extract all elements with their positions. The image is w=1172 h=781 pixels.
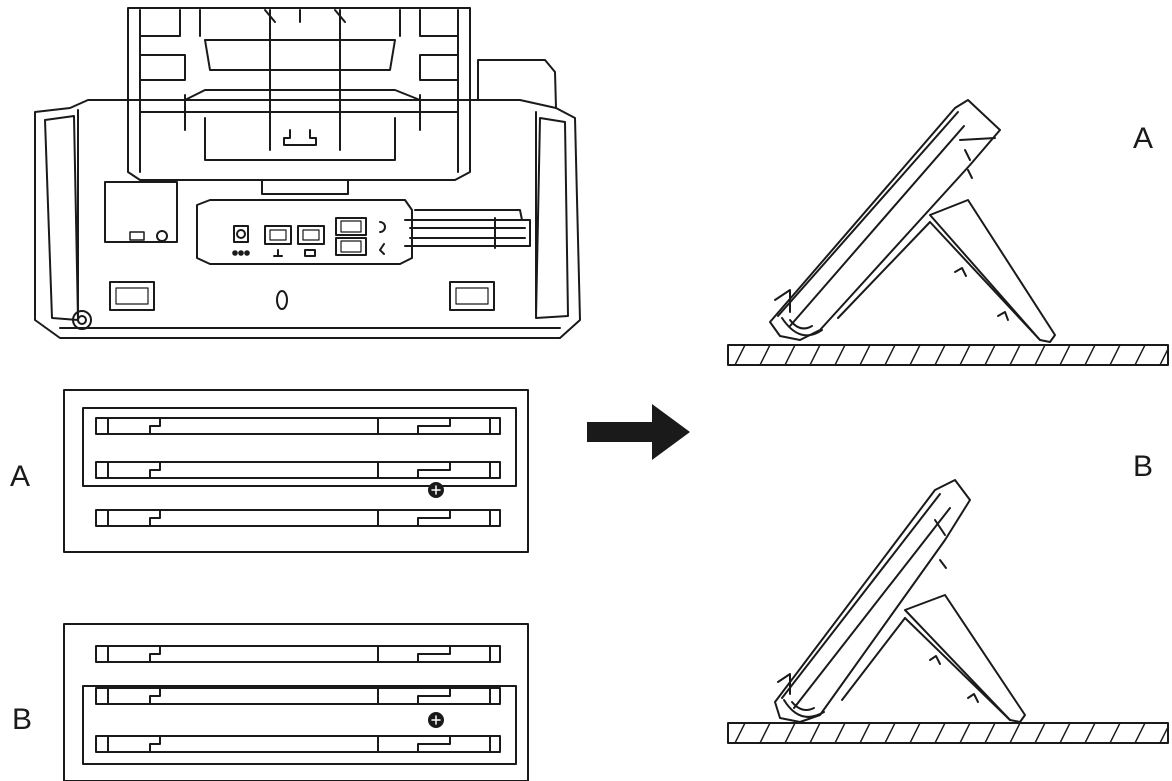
stand-slots-a-icon (64, 390, 528, 552)
label-b-right: B (1133, 450, 1154, 483)
phone-side-view-b-icon (728, 480, 1168, 743)
phone-back-view-icon (35, 8, 580, 338)
arrow-right-icon (587, 404, 690, 460)
label-b-left: B (12, 703, 33, 736)
screw-icon (429, 713, 443, 727)
label-a-right: A (1133, 122, 1154, 155)
phone-side-view-a-icon (728, 100, 1168, 365)
label-a-left: A (10, 460, 31, 493)
screw-icon (429, 483, 443, 497)
slot-row (96, 418, 500, 434)
stand-slots-b-icon (64, 624, 528, 781)
